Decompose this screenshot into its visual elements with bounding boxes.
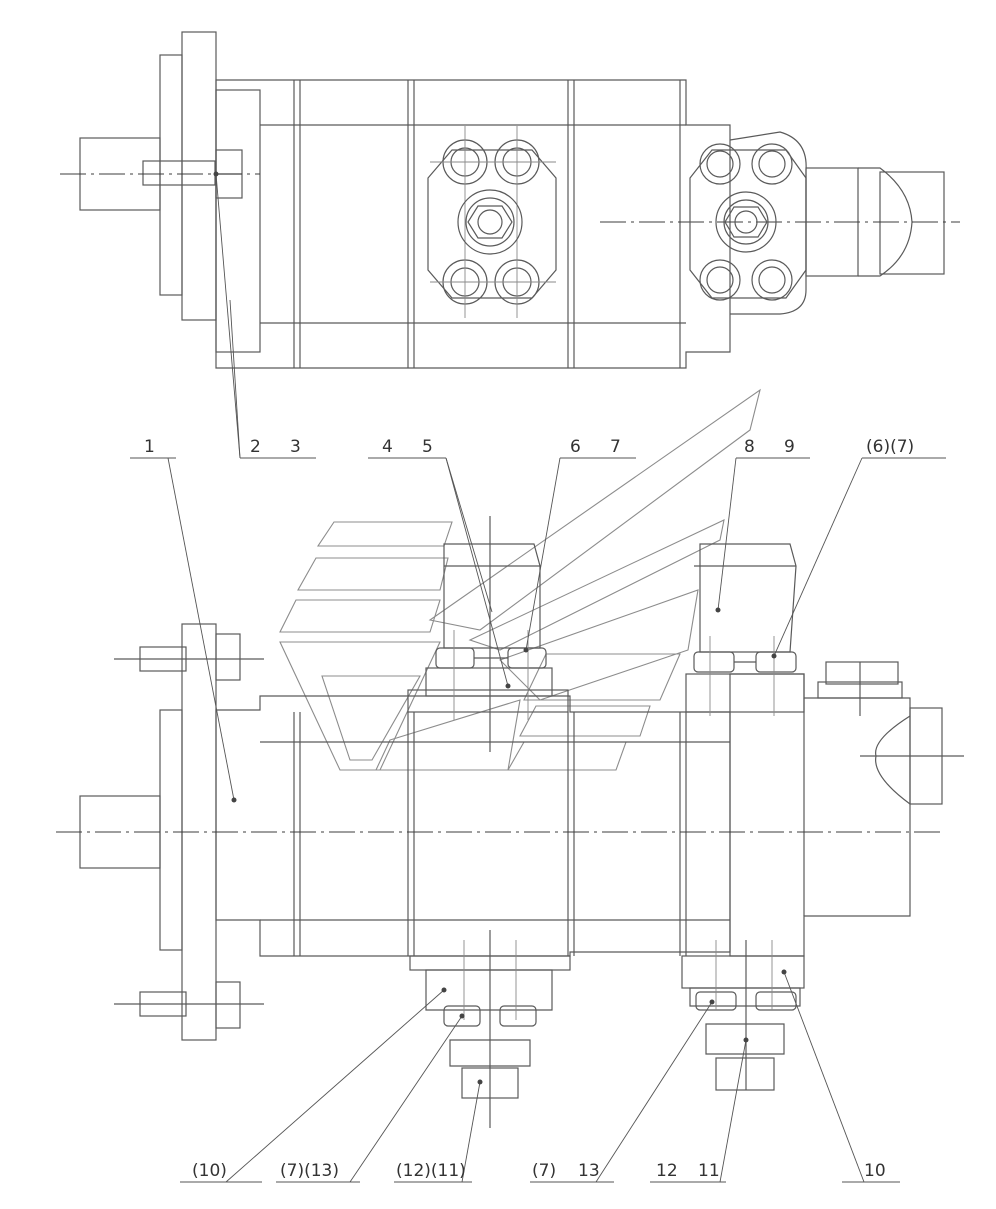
port-bolts-1: [430, 126, 556, 318]
callout-2: 2: [250, 437, 261, 457]
callout-12-11-ref: (12)(11): [396, 1161, 466, 1181]
watermark-logo: [279, 388, 761, 771]
callout-9: 9: [784, 437, 795, 457]
callout-labels: 1 2 3 4 5 6 7 8 9 (6)(7) (10) (7)(13) (1…: [144, 437, 914, 1181]
top-view: [60, 31, 960, 369]
callout-10-ref: (10): [192, 1161, 227, 1181]
callout-12: 12: [656, 1161, 678, 1181]
callout-6: 6: [570, 437, 581, 457]
leader-lines: [130, 171, 946, 1183]
callout-7-ref: (7): [532, 1161, 556, 1181]
callout-4: 4: [382, 437, 393, 457]
callout-10: 10: [864, 1161, 886, 1181]
callout-7-13-ref: (7)(13): [280, 1161, 339, 1181]
callout-8: 8: [744, 437, 755, 457]
callout-13: 13: [578, 1161, 600, 1181]
callout-7: 7: [610, 437, 621, 457]
callout-11: 11: [698, 1161, 720, 1181]
callout-5: 5: [422, 437, 433, 457]
port-bolts-2: [699, 143, 793, 301]
callout-3: 3: [290, 437, 301, 457]
callout-1: 1: [144, 437, 155, 457]
front-view: [56, 516, 964, 1128]
callout-6-7-ref: (6)(7): [866, 437, 914, 457]
